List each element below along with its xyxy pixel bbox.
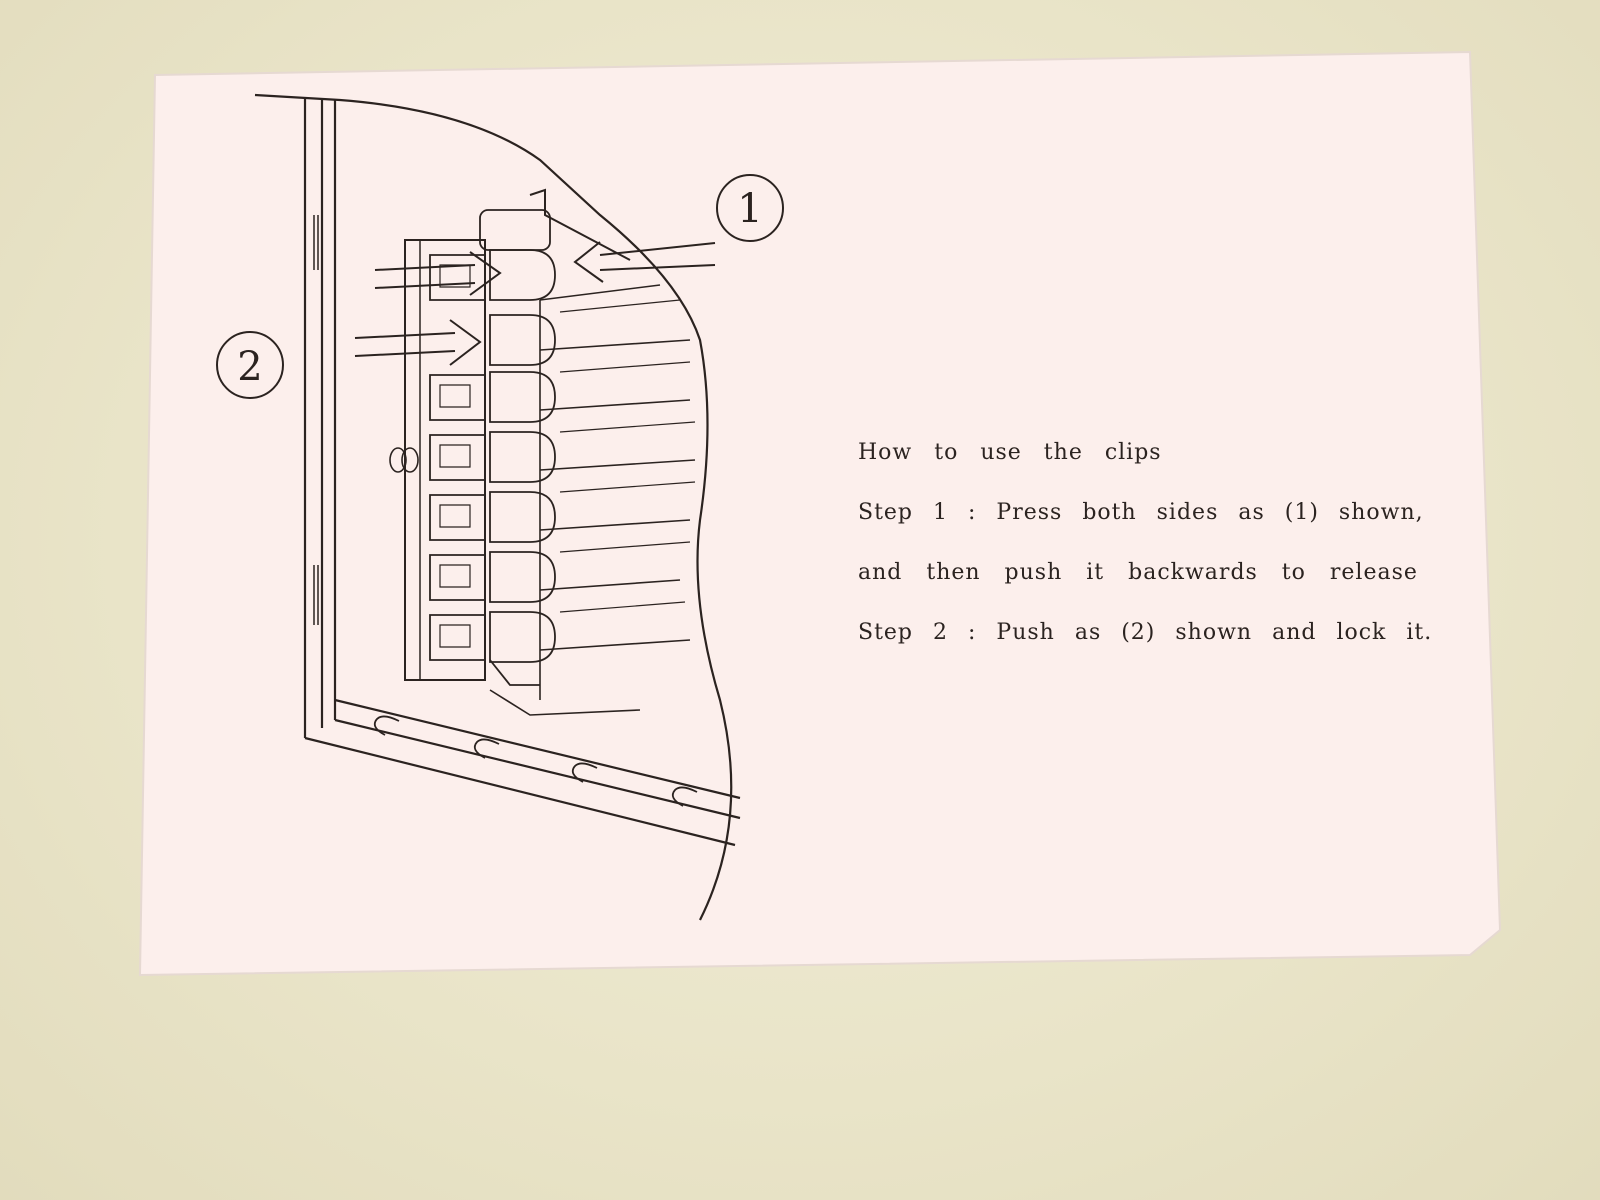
callout-2-label: 2 <box>237 344 262 390</box>
instructions-step1-line1: Step 1 : Press both sides as (1) shown, <box>858 500 1424 525</box>
instructions-title: How to use the clips <box>858 440 1162 465</box>
instructions-step1-line2: and then push it backwards to release <box>858 560 1418 585</box>
callout-1-label: 1 <box>737 186 762 232</box>
instructions-step2: Step 2 : Push as (2) shown and lock it. <box>858 620 1433 645</box>
clip-diagram <box>216 93 784 921</box>
